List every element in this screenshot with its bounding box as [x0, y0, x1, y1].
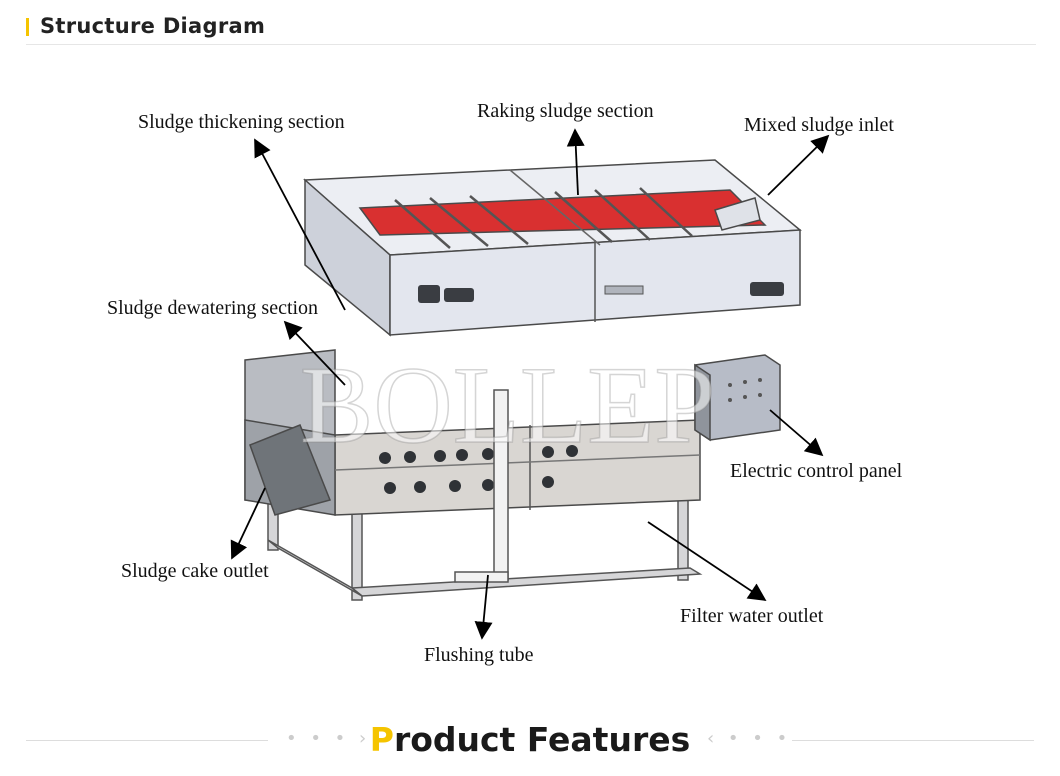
label-mixed-sludge-inlet: Mixed sludge inlet	[744, 114, 894, 136]
label-sludge-cake-outlet: Sludge cake outlet	[121, 560, 269, 582]
arrow-flushing-tube	[474, 574, 493, 640]
label-electric-control-panel: Electric control panel	[730, 460, 903, 482]
product-features-divider: • • • › Product Features ‹ • • •	[0, 716, 1060, 766]
title-first-letter: P	[369, 720, 394, 759]
arrow-electric-panel	[769, 409, 824, 457]
arrow-raking-sludge	[566, 128, 585, 196]
label-sludge-thickening-section: Sludge thickening section	[138, 111, 345, 133]
access-handle	[604, 285, 644, 295]
divider-line-right	[792, 740, 1034, 741]
title-rest: roduct Features	[393, 720, 691, 759]
header-accent-bar	[26, 18, 29, 36]
machine-base-frame	[267, 479, 703, 601]
label-filter-water-outlet: Filter water outlet	[680, 605, 824, 627]
drive-motors	[418, 282, 784, 303]
divider-dots-left: • • • ›	[286, 728, 371, 749]
machine-illustration: BOLLEP	[230, 128, 830, 640]
watermark-text: BOLLEP	[300, 344, 716, 466]
arrow-filter-water	[647, 521, 767, 601]
dewatering-body	[244, 349, 701, 516]
roller-ends	[379, 445, 578, 494]
section-title-product-features: Product Features	[0, 720, 1060, 759]
section-header: Structure Diagram	[26, 14, 1036, 45]
thickening-tank	[303, 159, 802, 337]
callout-arrows	[230, 128, 830, 640]
arrow-sludge-cake	[230, 487, 266, 560]
structure-diagram: BOLLEP Sludge thickening section Raking …	[0, 60, 1060, 700]
control-panel-box	[694, 354, 781, 442]
page-title: Structure Diagram	[40, 14, 266, 38]
inlet-pipe	[714, 197, 761, 231]
arrow-sludge-dewatering	[283, 320, 346, 386]
label-raking-sludge-section: Raking sludge section	[477, 100, 654, 122]
flushing-tube-pipe	[454, 389, 509, 583]
rake-bars	[394, 187, 693, 249]
divider-dots-right: ‹ • • •	[707, 728, 792, 749]
divider-line-left	[26, 740, 268, 741]
arrow-mixed-sludge-inlet	[767, 134, 830, 196]
label-sludge-dewatering-section: Sludge dewatering section	[107, 297, 319, 319]
arrow-sludge-thickening	[254, 138, 346, 311]
label-flushing-tube: Flushing tube	[424, 644, 534, 666]
